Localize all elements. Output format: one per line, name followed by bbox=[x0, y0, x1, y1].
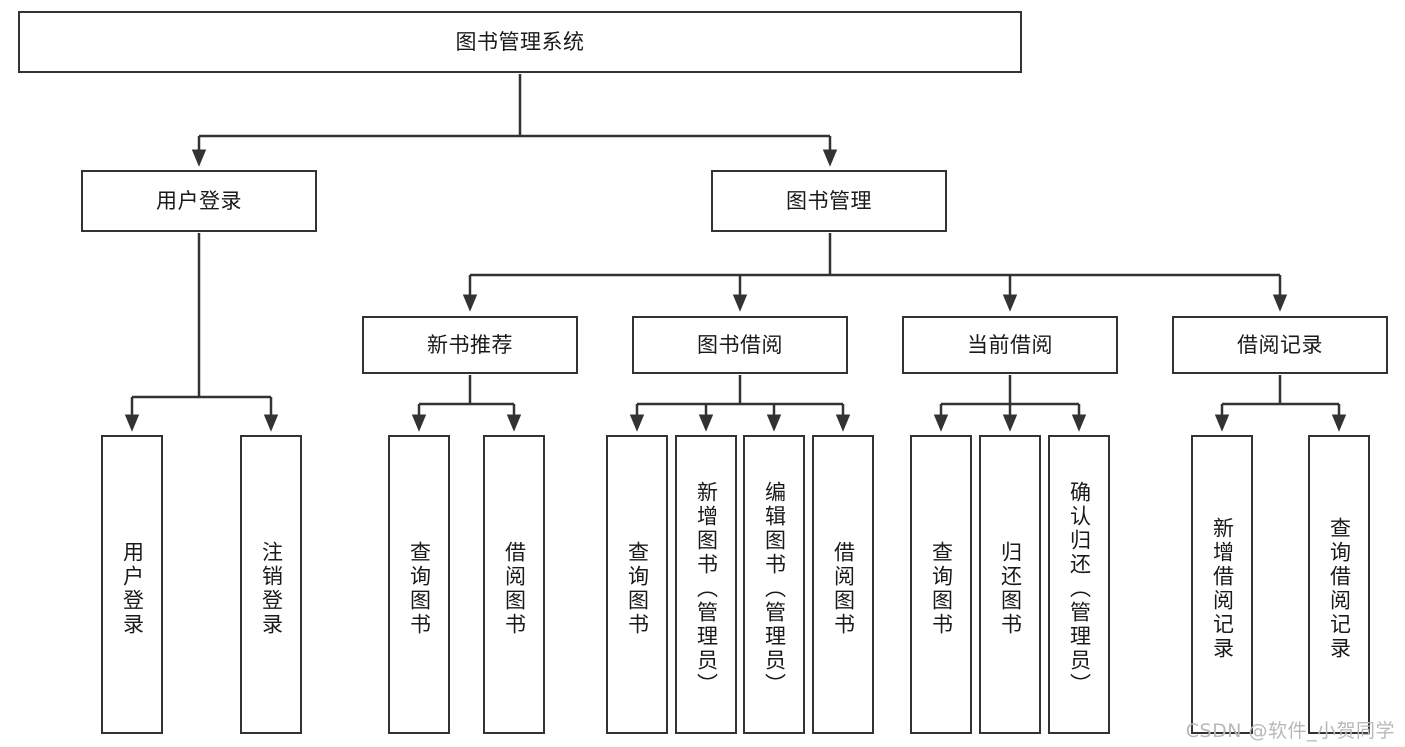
node-new-book-recommend[interactable]: 新书推荐 bbox=[362, 316, 578, 374]
leaf-label: 用户登录 bbox=[120, 540, 145, 637]
leaf-label: 新增图书（管理员） bbox=[694, 480, 719, 697]
node-label: 图书借阅 bbox=[697, 332, 783, 357]
leaf-current-borrow-return-book[interactable]: 归还图书 bbox=[979, 435, 1041, 734]
node-user-login[interactable]: 用户登录 bbox=[81, 170, 317, 232]
node-borrow-record[interactable]: 借阅记录 bbox=[1172, 316, 1388, 374]
leaf-book-borrow-edit-book-admin[interactable]: 编辑图书（管理员） bbox=[743, 435, 805, 734]
leaf-current-borrow-query-book[interactable]: 查询图书 bbox=[910, 435, 972, 734]
leaf-label: 借阅图书 bbox=[831, 540, 856, 637]
leaf-user-login-logout[interactable]: 注销登录 bbox=[240, 435, 302, 734]
leaf-borrow-record-add-record[interactable]: 新增借阅记录 bbox=[1191, 435, 1253, 734]
node-label: 图书管理 bbox=[786, 188, 872, 213]
node-label: 当前借阅 bbox=[967, 332, 1053, 357]
leaf-label: 新增借阅记录 bbox=[1210, 516, 1235, 661]
leaf-new-book-query-book[interactable]: 查询图书 bbox=[388, 435, 450, 734]
leaf-label: 借阅图书 bbox=[502, 540, 527, 637]
leaf-book-borrow-borrow-book[interactable]: 借阅图书 bbox=[812, 435, 874, 734]
leaf-borrow-record-query-record[interactable]: 查询借阅记录 bbox=[1308, 435, 1370, 734]
node-book-borrow[interactable]: 图书借阅 bbox=[632, 316, 848, 374]
leaf-label: 归还图书 bbox=[998, 540, 1023, 637]
leaf-label: 查询借阅记录 bbox=[1327, 516, 1352, 661]
leaf-label: 确认归还（管理员） bbox=[1067, 480, 1092, 697]
leaf-label: 查询图书 bbox=[929, 540, 954, 637]
leaf-label: 注销登录 bbox=[259, 540, 284, 637]
leaf-current-borrow-confirm-return-admin[interactable]: 确认归还（管理员） bbox=[1048, 435, 1110, 734]
leaf-new-book-borrow-book[interactable]: 借阅图书 bbox=[483, 435, 545, 734]
leaf-label: 编辑图书（管理员） bbox=[762, 480, 787, 697]
leaf-label: 查询图书 bbox=[407, 540, 432, 637]
node-label: 用户登录 bbox=[156, 188, 242, 213]
leaf-book-borrow-query-book[interactable]: 查询图书 bbox=[606, 435, 668, 734]
leaf-book-borrow-add-book-admin[interactable]: 新增图书（管理员） bbox=[675, 435, 737, 734]
leaf-user-login-login[interactable]: 用户登录 bbox=[101, 435, 163, 734]
watermark-text: CSDN @软件_小贺同学 bbox=[1185, 720, 1395, 742]
node-label: 借阅记录 bbox=[1237, 332, 1323, 357]
leaf-label: 查询图书 bbox=[625, 540, 650, 637]
node-label: 图书管理系统 bbox=[455, 29, 585, 54]
node-label: 新书推荐 bbox=[427, 332, 513, 357]
node-book-management[interactable]: 图书管理 bbox=[711, 170, 947, 232]
node-root-book-management-system[interactable]: 图书管理系统 bbox=[18, 11, 1022, 73]
node-current-borrow[interactable]: 当前借阅 bbox=[902, 316, 1118, 374]
